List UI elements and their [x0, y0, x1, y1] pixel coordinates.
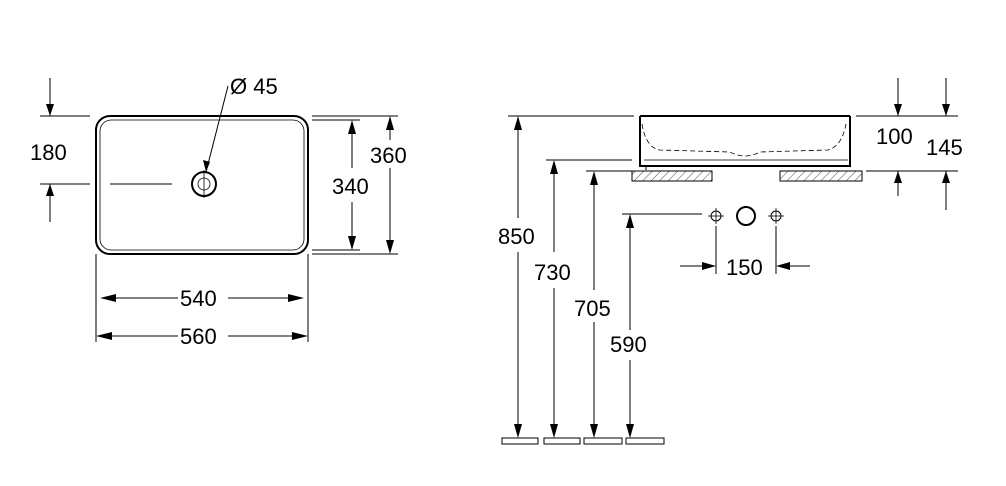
countertop-right: [779, 170, 863, 182]
dim-360: 360: [312, 115, 407, 255]
dim-180-label: 180: [30, 140, 67, 165]
floor-bases: [501, 437, 665, 445]
dim-150: 150: [680, 226, 810, 280]
side-view: 850 730 705 590: [498, 78, 963, 445]
dim-340: 340: [312, 119, 369, 251]
dim-540-label: 540: [180, 286, 217, 311]
dim-180: 180: [30, 78, 90, 222]
hole-diameter-label: Ø 45: [230, 74, 278, 99]
dim-150-label: 150: [726, 255, 763, 280]
dim-850: 850: [498, 115, 634, 438]
dim-850-label: 850: [498, 224, 535, 249]
dim-705-label: 705: [574, 296, 611, 321]
dim-145: 145: [912, 78, 963, 210]
dim-100: 100: [856, 78, 913, 196]
dim-100-label: 100: [876, 124, 913, 149]
tap-connections: [708, 206, 784, 226]
dim-560-label: 560: [180, 324, 217, 349]
drain-hole: [191, 170, 217, 198]
dim-590-label: 590: [610, 332, 647, 357]
hole-diameter-callout: Ø 45: [203, 74, 278, 173]
dim-590: 590: [610, 213, 702, 438]
basin-inner-outline: [99, 119, 305, 251]
countertop-left: [631, 170, 713, 182]
dim-340-label: 340: [332, 174, 369, 199]
dim-540: 540: [95, 254, 309, 342]
dim-145-label: 145: [926, 135, 963, 160]
dim-730: 730: [534, 159, 632, 438]
top-view: Ø 45 180 540 560: [30, 74, 407, 349]
dim-705: 705: [574, 170, 632, 438]
dim-560: 560: [96, 324, 308, 349]
dim-360-label: 360: [370, 143, 407, 168]
dim-730-label: 730: [534, 260, 571, 285]
basin-outer-outline: [95, 115, 309, 255]
basin-profile: [639, 115, 851, 170]
